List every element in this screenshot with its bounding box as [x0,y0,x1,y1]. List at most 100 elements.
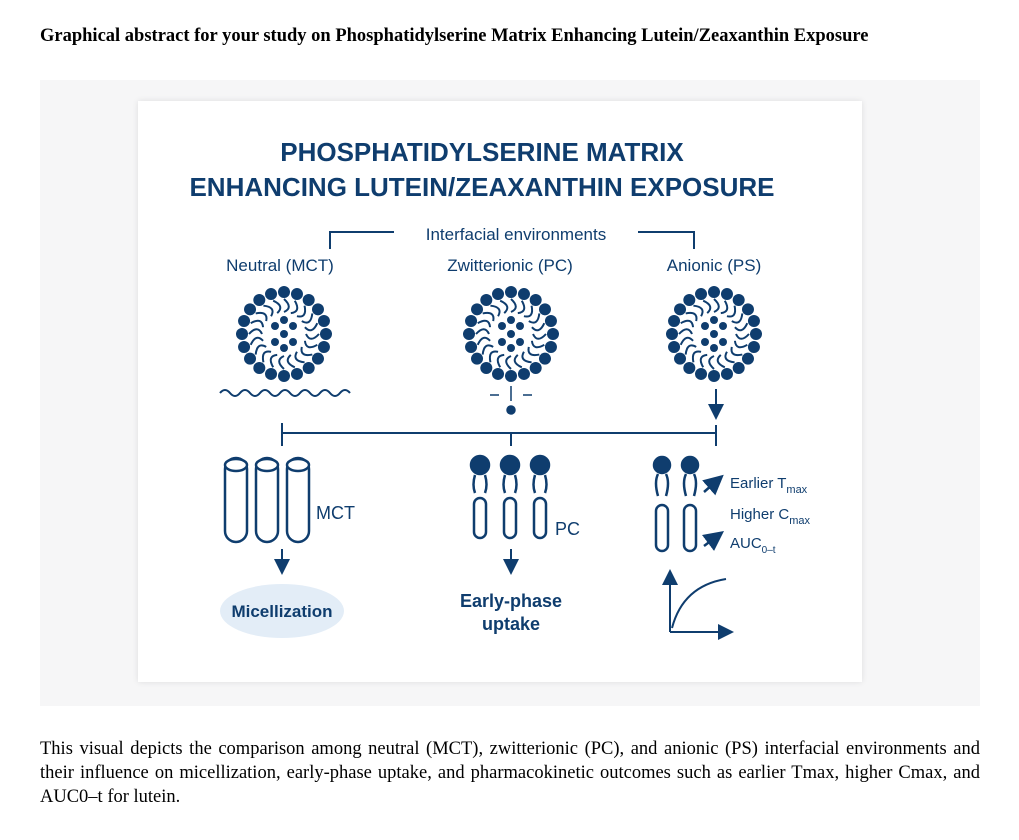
micelle-tail [496,353,505,368]
micelle-headgroup [517,288,530,301]
column-label-neutral: Neutral (MCT) [226,256,334,275]
micelle-tail [286,354,296,369]
micelle-headgroup [529,294,542,307]
micelle-headgroup [302,361,315,374]
micelle-headgroup [480,294,493,307]
micelle-headgroup [538,352,551,365]
micelle-headgroup [244,352,257,365]
micelle-tail [250,319,265,328]
micelle-tail [517,300,526,315]
micelle-headgroup [695,367,708,380]
micelle-tail [475,328,490,335]
micelle-tail [254,344,267,355]
uptake-label: uptake [482,614,540,634]
micelle-headgroup [238,315,251,328]
micelle-headgroup [265,367,278,380]
micelle-tail [678,328,693,335]
micelle-headgroup [311,303,324,316]
micelle-headgroup [683,361,696,374]
micelle-tail [482,311,495,322]
micelle-tail [733,340,748,349]
micelle-tail [304,322,319,332]
micelle-core-dot [516,338,524,346]
micelle-headgroup [290,288,303,301]
micelle-tail [300,346,313,357]
micelle-tail [269,353,278,368]
micelle-tail [305,333,320,340]
micelle-core-dot [701,322,709,330]
pk-curve-plot [662,569,734,640]
mct-carrier-label: MCT [316,503,355,523]
micelle-tail [735,333,750,340]
micelle-headgroup [732,361,745,374]
figure-title-line-2: ENHANCING LUTEIN/ZEAXANTHIN EXPOSURE [189,172,774,202]
micelle-headgroup [505,370,517,382]
micelle-headgroup [750,328,762,340]
micelle-core-dot [289,338,297,346]
micelle-headgroup [547,328,559,340]
micelle-headgroup [302,294,315,307]
micelle-tail [296,305,307,318]
tmax-up-arrow [702,474,724,496]
micelle-headgroup [668,315,681,328]
pc-transition-marker [490,386,532,415]
early-phase-label: Early-phase [460,591,562,611]
graphical-abstract-diagram: PHOSPHATIDYLSERINE MATRIX ENHANCING LUTE… [189,137,810,640]
bracket-label: Interfacial environments [426,225,606,244]
micelle-anionic [666,286,762,382]
micelle-tail [488,350,499,363]
micelle-tail [481,344,494,355]
micelle-tail [490,304,501,317]
micelle-core-dot [710,330,718,338]
micelle-tail [713,298,720,313]
micelle-tail [290,300,299,315]
micelle-headgroup [317,315,330,328]
micelle-headgroup [695,288,708,301]
micelle-core-dot [498,322,506,330]
tmax-label: Earlier Tmax [730,475,808,496]
micelle-core-dot [507,316,515,324]
micelle-tail [702,299,712,314]
micelle-tail [301,313,314,324]
micelle-tail [272,299,282,314]
micelle-tail [513,354,523,369]
micelle-tail [684,344,697,355]
micelle-tail [499,299,509,314]
micelle-core-dot [719,338,727,346]
micelle-tail [699,353,708,368]
micelle-headgroup [674,303,687,316]
micelle-tail [521,351,532,364]
micelle-core-dot [271,338,279,346]
micelle-tail [531,322,546,332]
micelle-tail [477,319,492,328]
micelle-core-dot [710,344,718,352]
micelle-headgroup [471,303,484,316]
auc-up-arrow [702,531,724,551]
pc-phospholipids [469,454,551,540]
micelle-tail [734,322,749,332]
micelle-headgroup [265,288,278,301]
graphical-abstract-card: PHOSPHATIDYLSERINE MATRIX ENHANCING LUTE… [138,101,862,682]
micelle-tail [726,305,737,318]
micelle-headgroup [732,294,745,307]
micelle-tail [523,305,534,318]
micelle-headgroup [463,328,475,340]
micelle-headgroup [708,370,720,382]
micelle-tail [679,336,694,346]
micelle-headgroup [238,340,251,353]
micelle-core-dot [719,322,727,330]
micelle-tail [528,313,541,324]
micelle-core-dot [710,316,718,324]
micelle-core-dot [289,322,297,330]
micelle-tail [505,355,512,370]
micelle-tail [530,340,545,349]
ps-phospholipids [652,455,700,553]
micelle-tail [249,336,264,346]
micelle-headgroup [480,361,493,374]
micelle-tail [716,354,726,369]
micelle-headgroup [683,294,696,307]
micelle-headgroup [747,340,760,353]
micelle-tail [691,350,702,363]
micelle-headgroup [244,303,257,316]
micelle-headgroup [708,286,720,298]
